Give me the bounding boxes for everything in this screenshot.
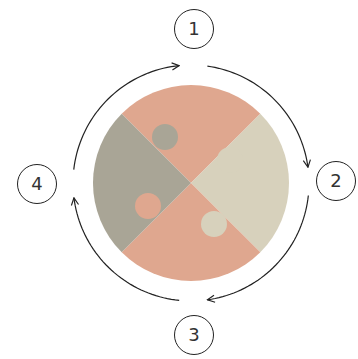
cycle-arrow bbox=[74, 66, 179, 170]
puzzle-knob bbox=[217, 147, 243, 173]
step-circle: 4 bbox=[17, 164, 57, 204]
puzzle-piece bbox=[93, 114, 191, 253]
step-number: 1 bbox=[188, 20, 199, 38]
step-circle: 2 bbox=[316, 161, 356, 201]
step-number: 2 bbox=[330, 172, 341, 190]
puzzle-piece bbox=[122, 183, 261, 281]
cycle-arrow bbox=[207, 196, 308, 300]
step-circle: 1 bbox=[174, 9, 214, 49]
step-circle: 3 bbox=[174, 315, 214, 355]
step-number: 3 bbox=[188, 326, 199, 344]
step-number: 4 bbox=[31, 175, 42, 193]
puzzle-knob bbox=[135, 193, 161, 219]
puzzle-piece bbox=[191, 114, 289, 253]
puzzle-knob bbox=[201, 211, 227, 237]
cycle-arrow bbox=[207, 66, 308, 167]
puzzle-knob bbox=[152, 124, 178, 150]
cycle-arrow bbox=[74, 198, 179, 301]
